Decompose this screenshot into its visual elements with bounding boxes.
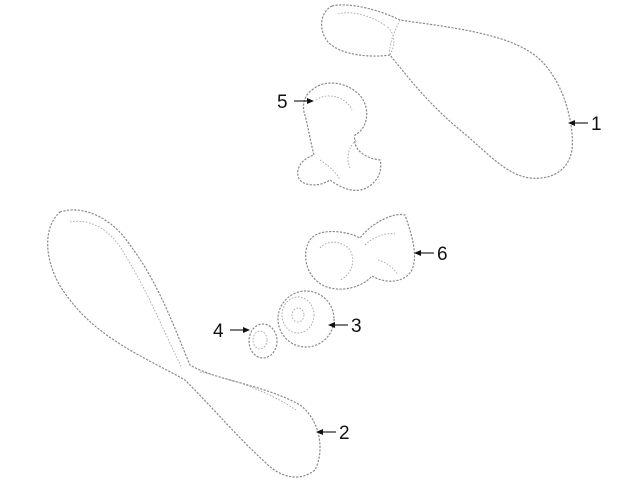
callout-label-6: 6 (437, 244, 448, 265)
part-5 (297, 82, 382, 191)
callout-label-2: 2 (339, 423, 350, 444)
callout-label-4: 4 (213, 321, 224, 342)
callout-1: 1 (568, 114, 602, 135)
callout-5: 5 (277, 92, 314, 113)
callout-label-5: 5 (277, 92, 288, 113)
callout-label-3: 3 (351, 316, 362, 337)
callout-6: 6 (414, 244, 448, 265)
callout-2: 2 (316, 423, 350, 444)
part-6 (304, 213, 416, 290)
callout-3: 3 (328, 316, 362, 337)
callout-4: 4 (213, 321, 250, 342)
part-3 (277, 290, 335, 348)
part-4 (248, 323, 278, 359)
callout-label-1: 1 (591, 114, 602, 135)
part-2 (47, 209, 321, 478)
part-1 (321, 4, 573, 179)
